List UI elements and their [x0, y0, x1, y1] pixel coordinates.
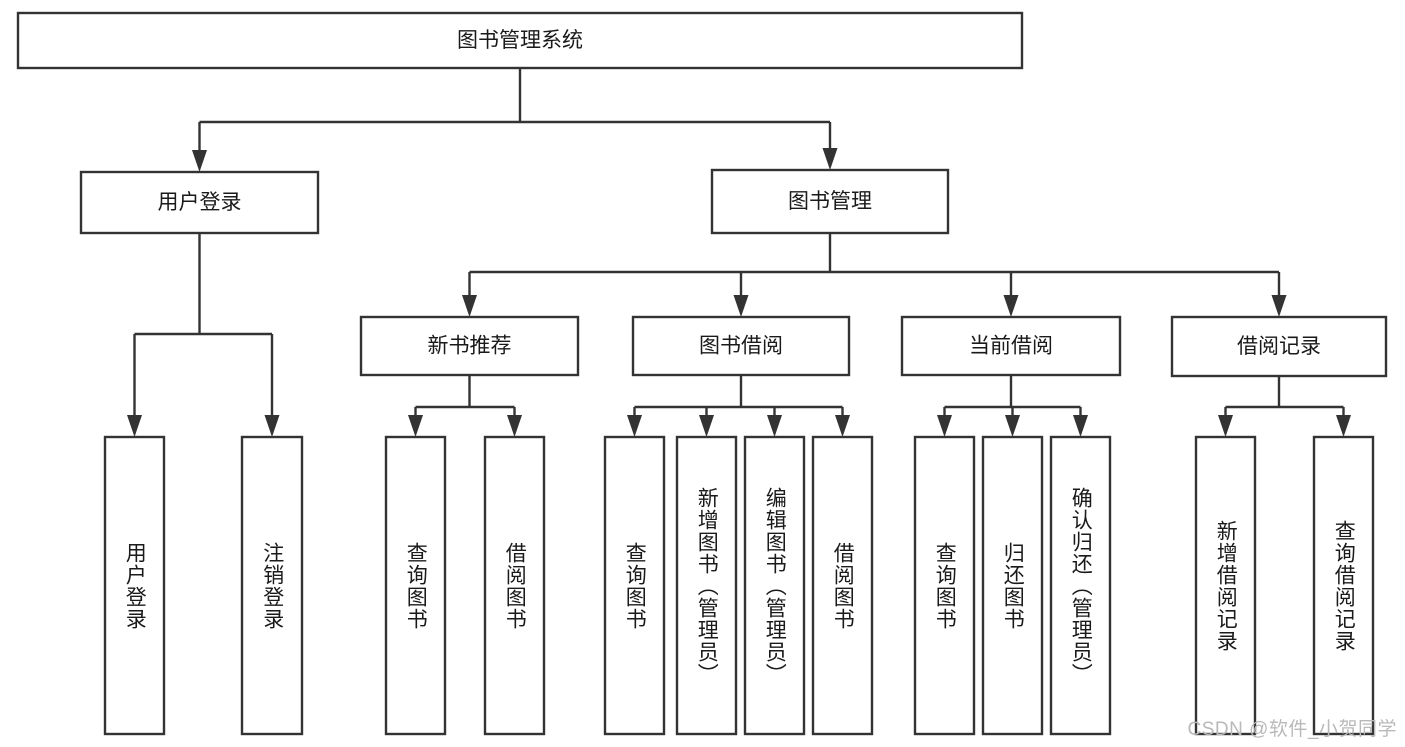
node-box-login[interactable] [79, 170, 320, 235]
node-box-leaf9[interactable] [913, 435, 976, 736]
node-box-leaf7[interactable] [743, 435, 806, 736]
node-box-root[interactable] [16, 11, 1024, 70]
arrow-head [822, 148, 838, 170]
node-label-borrow: 图书借阅 [699, 335, 783, 358]
node-label-login: 用户登录 [158, 191, 242, 214]
node-box-leaf10[interactable] [981, 435, 1044, 736]
edge-group-newbook [408, 375, 522, 437]
arrow-head [733, 295, 749, 317]
arrow-head [1005, 415, 1020, 437]
arrow-head [1073, 415, 1088, 437]
nodes-layer [16, 11, 1388, 736]
edge-group-record [1218, 376, 1351, 437]
arrow-head [1003, 295, 1019, 317]
node-box-leaf3[interactable] [384, 435, 447, 736]
node-box-newbook[interactable] [359, 315, 580, 377]
node-box-current[interactable] [900, 315, 1122, 377]
node-box-leaf13[interactable] [1312, 435, 1375, 736]
arrow-head [408, 415, 423, 437]
node-box-leaf4[interactable] [483, 435, 546, 736]
watermark-text: CSDN @软件_小贺同学 [1187, 719, 1397, 740]
arrow-head [627, 415, 642, 437]
edge-group-login [127, 233, 280, 437]
arrow-head [507, 415, 522, 437]
node-box-leaf6[interactable] [675, 435, 738, 736]
arrow-head [264, 415, 280, 437]
node-label-bookmgmt: 图书管理 [788, 190, 872, 213]
node-box-leaf5[interactable] [603, 435, 666, 736]
node-box-leaf12[interactable] [1194, 435, 1257, 736]
node-box-borrow[interactable] [631, 315, 851, 377]
node-box-leaf1[interactable] [103, 435, 166, 736]
arrow-head [127, 415, 142, 437]
arrow-head [1336, 415, 1351, 437]
arrow-head [192, 150, 207, 172]
node-box-record[interactable] [1170, 315, 1388, 378]
edge-group-bookmgmt [462, 233, 1287, 317]
node-box-bookmgmt[interactable] [710, 168, 950, 235]
arrow-head [699, 415, 714, 437]
arrow-head [835, 415, 850, 437]
arrow-head [1271, 295, 1287, 317]
node-box-leaf8[interactable] [811, 435, 874, 736]
edges-layer [127, 68, 1351, 437]
arrow-head [462, 295, 477, 317]
edge-group-borrow [627, 375, 850, 437]
node-label-record: 借阅记录 [1237, 335, 1321, 358]
edge-group-current [937, 375, 1088, 437]
arrow-head [1218, 415, 1233, 437]
arrow-head [767, 415, 782, 437]
node-label-root: 图书管理系统 [457, 29, 583, 52]
edge-group-root [192, 68, 838, 172]
node-label-current: 当前借阅 [969, 335, 1053, 358]
arrow-head [937, 415, 952, 437]
node-label-newbook: 新书推荐 [428, 335, 512, 358]
node-box-leaf11[interactable] [1049, 435, 1112, 736]
node-box-leaf2[interactable] [240, 435, 304, 736]
